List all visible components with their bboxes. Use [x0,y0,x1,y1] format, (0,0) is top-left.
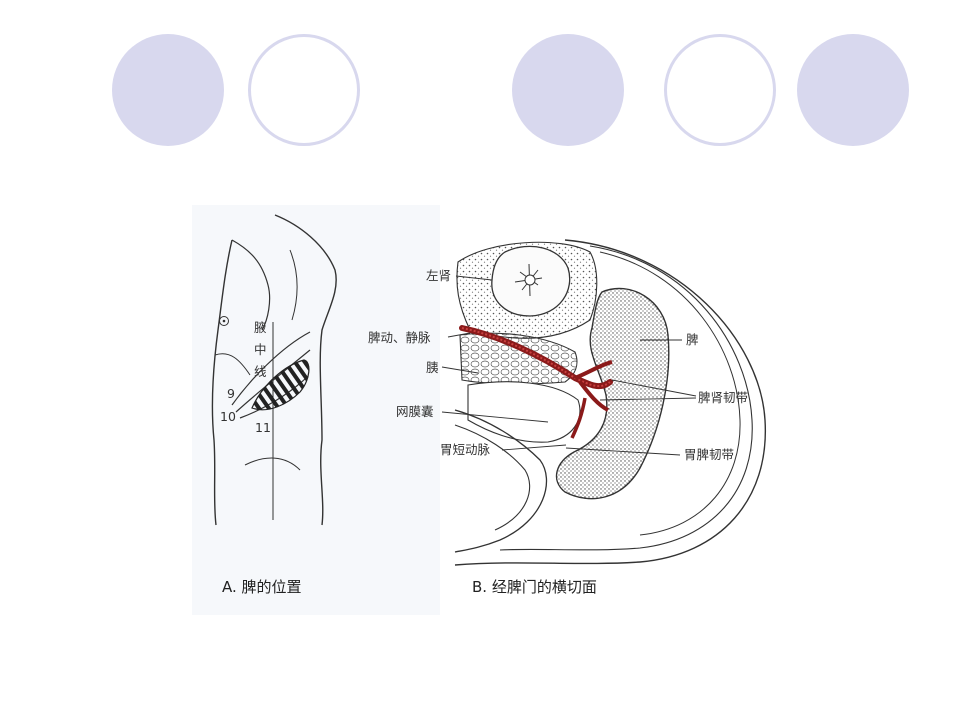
label-gastrosplenic-ligament: 胃脾韧带 [684,447,734,462]
decorative-circle-2 [248,34,360,146]
leader-left-kidney [455,275,493,281]
rib-number-11: 11 [255,420,271,435]
label-omental-bursa: 网膜囊 [396,404,434,419]
label-splenic-vessels: 脾动、静脉 [368,330,431,345]
stomach-wall-outer [454,409,548,553]
chest-line [214,353,251,376]
omental-bursa-shape [467,381,581,443]
splenic-vessel-highlight [461,327,611,388]
leader-splenorenal-2 [599,397,697,401]
leader-short-gastric [501,444,567,451]
torso-outline-right [274,214,337,526]
figure-b-caption: B. 经脾门的横切面 [472,578,597,596]
armpit-line [289,249,298,321]
midline-char-1: 腋 [254,320,267,335]
figure-a-caption: A. 脾的位置 [222,578,302,596]
stomach-wall-inner [454,424,531,531]
rib-number-10: 10 [220,409,236,424]
label-left-kidney: 左肾 [426,268,451,283]
leader-lines [441,275,697,456]
label-short-gastric-artery: 胃短动脉 [440,442,491,457]
rib-9 [231,331,311,406]
rib-number-9: 9 [227,386,235,401]
waist-line [244,457,301,471]
leader-gastrosplenic [565,447,681,456]
leader-omental-bursa [441,411,549,423]
decorative-circle-5 [797,34,909,146]
leader-pancreas [441,366,479,374]
body-wall-inner [499,245,753,551]
decorative-circle-3 [512,34,624,146]
renal-sinus [524,274,536,286]
vessel-branch-lower [578,380,609,412]
shoulder-line [231,239,271,331]
figure-a-torso: 腋 中 线 9 10 11 A. 脾的位置 [192,205,440,615]
label-pancreas: 胰 [426,360,439,375]
peritoneum-line [599,251,741,536]
pancreas-shape [459,332,578,385]
spleen-shape-a [251,359,310,411]
decorative-circle-4 [664,34,776,146]
leader-splenorenal-1 [611,379,697,397]
figure-b-cross-section: 左肾 脾动、静脉 胰 网膜囊 胃短动脉 脾 脾肾韧带 胃脾韧带 B. 经脾门的横… [368,239,766,596]
label-spleen: 脾 [686,332,699,347]
short-gastric-vessel [570,397,587,439]
nipple-icon [219,316,229,326]
midline-char-3: 线 [254,364,267,379]
body-wall-outer [454,239,766,566]
midline-char-2: 中 [254,342,267,357]
vessel-branch-upper [574,360,613,380]
figure-a-background [192,205,440,615]
label-splenorenal-ligament: 脾肾韧带 [698,390,748,405]
torso-outline-left [211,239,233,526]
leader-splenic-vessels [447,332,471,338]
spleen-shape-b [555,287,670,500]
decorative-circle-1 [112,34,224,146]
nipple-center-icon [222,319,226,323]
